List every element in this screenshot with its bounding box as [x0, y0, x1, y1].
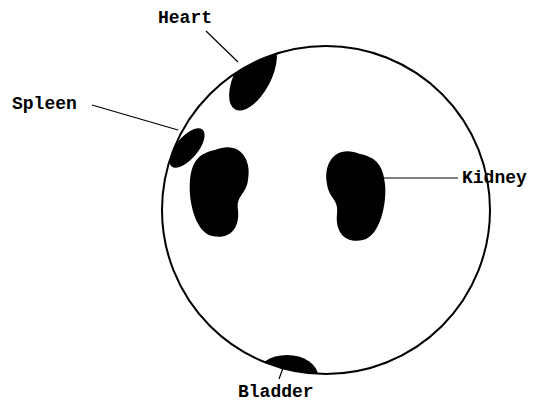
organ-label: Kidney: [462, 168, 527, 188]
leader-line: [92, 105, 178, 130]
organ-label: Spleen: [12, 94, 77, 114]
kidney-shape: [326, 151, 385, 240]
leader-line: [206, 31, 238, 62]
organ-label: Bladder: [238, 382, 314, 402]
organ-label: Heart: [158, 8, 212, 28]
heart-shape: [219, 34, 286, 118]
leader-line: [383, 177, 458, 178]
leader-line: [279, 368, 283, 379]
scan-field: [162, 46, 490, 374]
kidney-shape: [190, 147, 249, 236]
